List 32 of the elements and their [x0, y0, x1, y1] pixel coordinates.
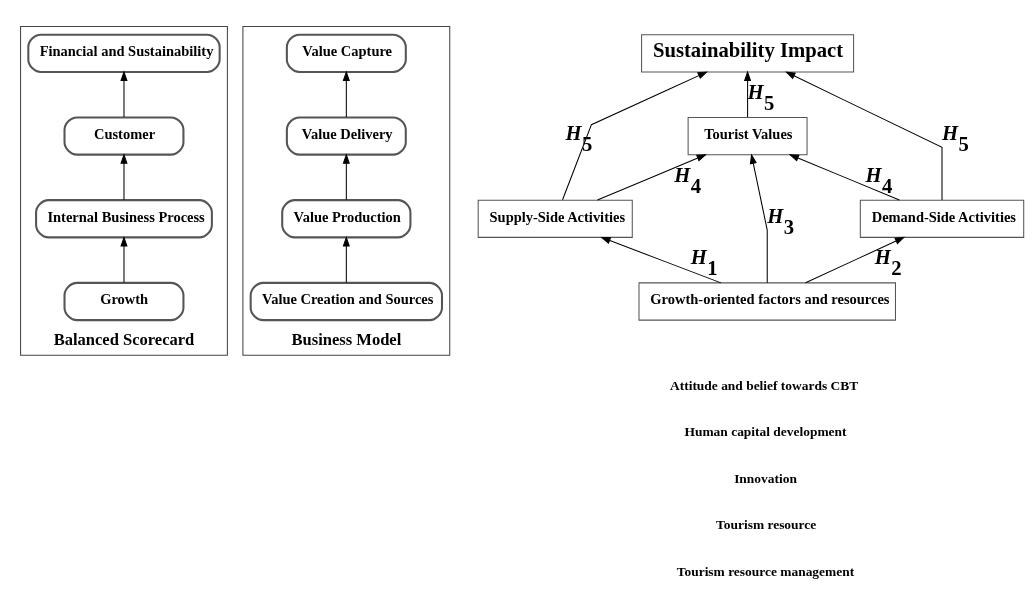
arrow — [600, 236, 722, 284]
node-box: Demand-Side Activities — [859, 199, 1025, 238]
node-box: Growth — [63, 281, 185, 322]
arrow — [749, 153, 768, 284]
arrow — [785, 71, 943, 201]
arrow — [120, 153, 128, 201]
arrow — [342, 70, 350, 118]
label: Innovation — [734, 470, 797, 486]
label: Attitude and belief towards CBT — [670, 377, 859, 393]
node-box: Value Production — [281, 199, 412, 239]
arrow — [120, 236, 128, 284]
arrow — [805, 236, 906, 284]
arrow — [562, 71, 708, 201]
node-box: Sustainability Impact — [641, 34, 855, 73]
label: Tourism resource management — [676, 563, 855, 579]
node-box: Tourist Values — [687, 116, 808, 156]
node-box: Supply-Side Activities — [477, 199, 633, 238]
node-box: Growth-oriented factors and resources — [638, 282, 896, 321]
node-box: Customer — [63, 116, 185, 156]
arrow — [342, 236, 350, 284]
arrow — [788, 154, 900, 201]
label: Tourism resource — [716, 517, 817, 533]
arrow — [743, 70, 752, 118]
node-box: Value Creation and Sources — [249, 281, 444, 322]
node-box: Value Delivery — [285, 116, 407, 156]
node-box: Financial and Sustainability — [27, 33, 221, 73]
arrow — [596, 154, 707, 201]
node-box: Internal Business Process — [35, 199, 213, 239]
arrow — [342, 153, 350, 201]
label: Human capital development — [684, 424, 847, 440]
arrow — [120, 70, 128, 118]
node-box: Value Capture — [285, 33, 407, 73]
